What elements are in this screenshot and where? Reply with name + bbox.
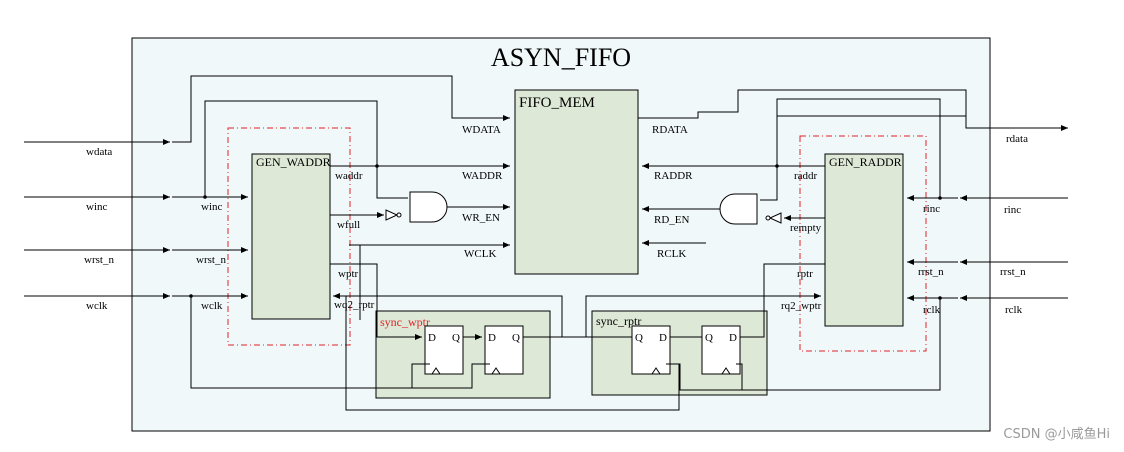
gr-rclk-label: rclk bbox=[923, 304, 941, 316]
mem-rclk-label: RCLK bbox=[657, 248, 686, 260]
gw-wfull-label: wfull bbox=[337, 219, 360, 231]
sync-wptr-label: sync_wptr bbox=[380, 315, 430, 329]
gr-rempty-label: rempty bbox=[790, 222, 822, 234]
mem-wclk-label: WCLK bbox=[464, 248, 496, 260]
fifo-mem-block bbox=[514, 89, 639, 275]
mem-wdata-label: WDATA bbox=[462, 124, 501, 136]
ff-rptr-1 bbox=[631, 325, 671, 375]
module-title: ASYN_FIFO bbox=[491, 43, 631, 72]
ff-rptr-2 bbox=[701, 325, 741, 375]
mem-wr-en-label: WR_EN bbox=[462, 212, 500, 224]
ff-rptr-1-q: Q bbox=[635, 332, 643, 344]
gw-wrst-n-label: wrst_n bbox=[196, 254, 226, 266]
ff-wptr-1-q: Q bbox=[452, 332, 460, 344]
gr-rrst-n-label: rrst_n bbox=[918, 266, 944, 278]
gw-wq2-rptr-label: wq2_rptr bbox=[334, 299, 375, 311]
rd-and-gate bbox=[719, 193, 758, 225]
watermark: CSDN @小咸鱼Hi bbox=[1003, 427, 1110, 442]
gr-raddr-label: raddr bbox=[794, 170, 818, 182]
port-wrst-n-label: wrst_n bbox=[84, 254, 114, 266]
gr-rq2-wptr-label: rq2_wptr bbox=[781, 300, 822, 312]
mem-waddr-label: WADDR bbox=[462, 170, 503, 182]
gen-raddr-label: GEN_RADDR bbox=[829, 155, 902, 169]
port-rinc-label: rinc bbox=[1004, 204, 1021, 216]
ff-rptr-2-q: Q bbox=[705, 332, 713, 344]
gw-waddr-label: waddr bbox=[335, 170, 363, 182]
gen-waddr-block bbox=[251, 153, 331, 320]
ff-wptr-2-q: Q bbox=[512, 332, 520, 344]
port-rrst-n-label: rrst_n bbox=[1000, 266, 1026, 278]
rempty-inverter bbox=[768, 212, 782, 224]
port-wdata-label: wdata bbox=[86, 146, 112, 158]
ff-rptr-2-d: D bbox=[729, 332, 737, 344]
port-wclk-label: wclk bbox=[86, 300, 108, 312]
port-rclk-label: rclk bbox=[1005, 304, 1023, 316]
ff-wptr-2-d: D bbox=[488, 332, 496, 344]
gw-winc-label: winc bbox=[201, 201, 223, 213]
port-rdata-label: rdata bbox=[1006, 133, 1028, 145]
waddr-dashed-group bbox=[227, 127, 351, 346]
fifo-mem-label: FIFO_MEM bbox=[519, 95, 595, 111]
gen-waddr-label: GEN_WADDR bbox=[256, 155, 331, 169]
ff-rptr-1-d: D bbox=[659, 332, 667, 344]
raddr-dashed-group bbox=[799, 135, 927, 352]
port-winc-label: winc bbox=[86, 201, 108, 213]
gen-raddr-block bbox=[824, 153, 904, 327]
gr-rinc-label: rinc bbox=[923, 203, 940, 215]
mem-rdata-label: RDATA bbox=[652, 124, 688, 136]
wfull-inverter bbox=[385, 209, 399, 221]
mem-rd-en-label: RD_EN bbox=[654, 214, 690, 226]
sync-rptr-label: sync_rptr bbox=[596, 314, 641, 328]
gr-rptr-label: rptr bbox=[797, 268, 813, 280]
wr-and-gate bbox=[409, 191, 448, 223]
gw-wclk-label: wclk bbox=[201, 300, 223, 312]
ff-wptr-1-d: D bbox=[428, 332, 436, 344]
mem-raddr-label: RADDR bbox=[654, 170, 693, 182]
ff-wptr-1 bbox=[424, 325, 464, 375]
gw-wptr-label: wptr bbox=[338, 268, 359, 280]
ff-wptr-2 bbox=[484, 325, 524, 375]
